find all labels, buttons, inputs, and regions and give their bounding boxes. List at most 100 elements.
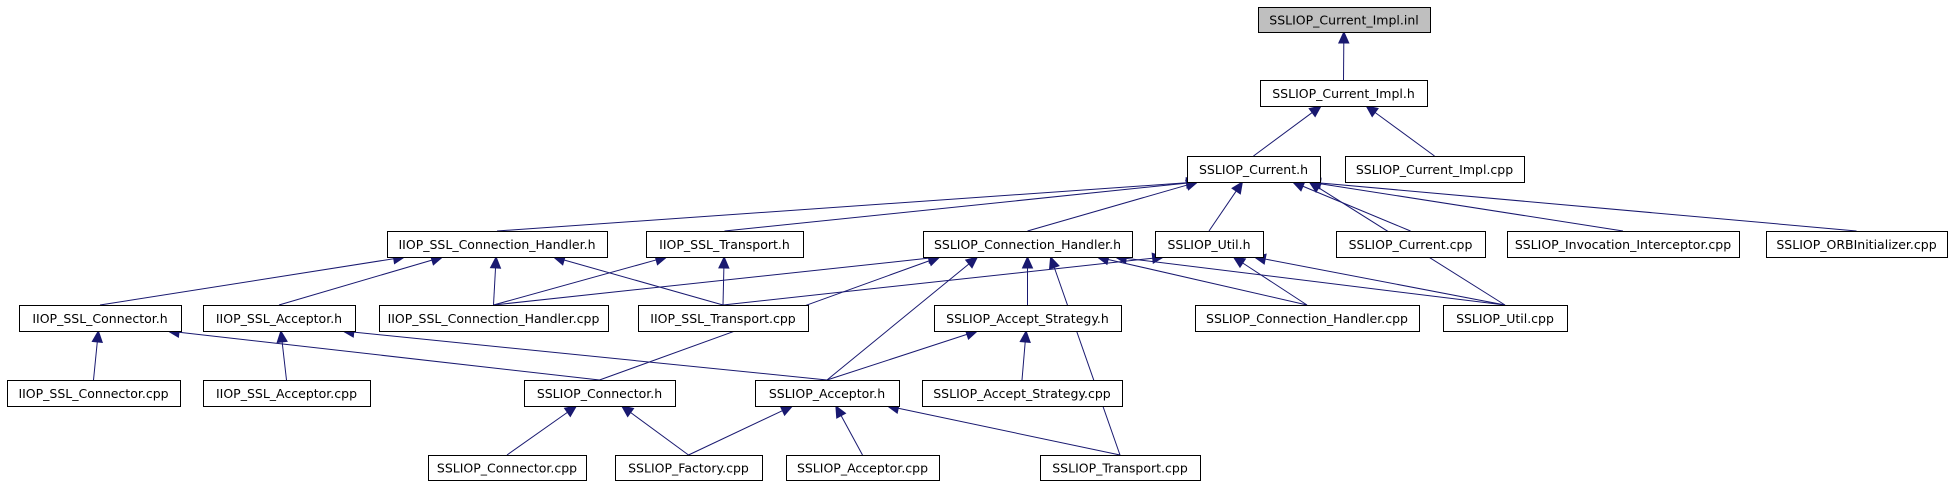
arrowhead-icon <box>1308 105 1322 118</box>
node-ssliop-connector-h[interactable]: SSLIOP_Connector.h <box>524 380 676 407</box>
node-box[interactable] <box>755 380 900 407</box>
node-box[interactable] <box>638 305 809 332</box>
node-ssliop-factory-cpp[interactable]: SSLIOP_Factory.cpp <box>615 455 763 481</box>
node-ssliop-util-cpp[interactable]: SSLIOP_Util.cpp <box>1443 305 1568 332</box>
edge-util_cpp-to-ssl_ch_h <box>1126 257 1506 306</box>
node-iiop-ssl-connection-handler-cpp[interactable]: IIOP_SSL_Connection_Handler.cpp <box>379 305 609 332</box>
edge-iiop_tr_cpp-to-iiop_tr_h <box>722 267 725 306</box>
node-box[interactable] <box>1260 80 1428 107</box>
node-iiop-ssl-acceptor-h[interactable]: IIOP_SSL_Acceptor.h <box>203 305 356 332</box>
edge-cur_h-to-impl_h <box>1253 112 1313 157</box>
arrowhead-icon <box>1308 181 1323 194</box>
node-ssliop-accept-strategy-cpp[interactable]: SSLIOP_Accept_Strategy.cpp <box>922 380 1123 407</box>
node-label: SSLIOP_Util.cpp <box>1456 311 1554 326</box>
edge-as_cpp-to-as_h <box>1021 341 1026 381</box>
edge-iiop_acc_cpp-to-iiop_acc_h <box>281 341 287 381</box>
node-box[interactable] <box>19 305 182 332</box>
node-label: SSLIOP_Accept_Strategy.h <box>946 311 1109 326</box>
node-box[interactable] <box>379 305 609 332</box>
node-ssliop-accept-strategy-h[interactable]: SSLIOP_Accept_Strategy.h <box>934 305 1122 332</box>
node-box[interactable] <box>1195 305 1420 332</box>
node-box[interactable] <box>203 305 356 332</box>
edge-ssl_ch_cpp-to-util_h <box>1242 262 1308 306</box>
arrowhead-icon <box>276 329 288 344</box>
node-layer: SSLIOP_Current_Impl.inlSSLIOP_Current_Im… <box>7 7 1948 481</box>
node-label: IIOP_SSL_Acceptor.cpp <box>216 386 357 401</box>
node-label: SSLIOP_Transport.cpp <box>1052 461 1188 476</box>
edge-iiop_tr_cpp-to-iiop_ch_h <box>563 259 724 306</box>
node-label: SSLIOP_Acceptor.h <box>769 386 885 401</box>
node-box[interactable] <box>1040 455 1201 481</box>
node-box[interactable] <box>387 231 608 258</box>
node-label: SSLIOP_Connector.cpp <box>437 461 577 476</box>
node-ssliop-connector-cpp[interactable]: SSLIOP_Connector.cpp <box>428 455 587 481</box>
node-label: IIOP_SSL_Connection_Handler.cpp <box>388 311 600 326</box>
edge-iiop_tr_cpp-to-util_h <box>722 257 1153 306</box>
edge-ssl_ch_cpp-to-ssl_ch_h <box>1107 258 1308 306</box>
node-box[interactable] <box>786 455 940 481</box>
node-box[interactable] <box>934 305 1122 332</box>
node-ssliop-connection-handler-h[interactable]: SSLIOP_Connection_Handler.h <box>923 231 1133 258</box>
node-ssliop-current-impl-cpp[interactable]: SSLIOP_Current_Impl.cpp <box>1345 156 1525 183</box>
node-iiop-ssl-transport-h[interactable]: IIOP_SSL_Transport.h <box>646 231 804 258</box>
node-ssliop-connection-handler-cpp[interactable]: SSLIOP_Connection_Handler.cpp <box>1195 305 1420 332</box>
node-box[interactable] <box>923 231 1133 258</box>
node-label: SSLIOP_Factory.cpp <box>628 461 749 476</box>
edge-ssl_ch_h-to-cur_h <box>1027 184 1188 232</box>
node-ssliop-transport-cpp[interactable]: SSLIOP_Transport.cpp <box>1040 455 1201 481</box>
node-box[interactable] <box>646 231 804 258</box>
node-label: SSLIOP_ORBInitializer.cpp <box>1776 237 1936 252</box>
node-ssliop-invocation-interceptor-cpp[interactable]: SSLIOP_Invocation_Interceptor.cpp <box>1507 231 1740 258</box>
node-label: SSLIOP_Current_Impl.h <box>1272 86 1415 101</box>
node-iiop-ssl-transport-cpp[interactable]: IIOP_SSL_Transport.cpp <box>638 305 809 332</box>
node-box[interactable] <box>1155 231 1264 258</box>
node-box[interactable] <box>7 380 181 407</box>
node-box[interactable] <box>428 455 587 481</box>
node-ssliop-acceptor-cpp[interactable]: SSLIOP_Acceptor.cpp <box>786 455 940 481</box>
node-box[interactable] <box>1345 156 1525 183</box>
arrowhead-icon <box>489 255 502 269</box>
node-label: IIOP_SSL_Transport.h <box>659 237 790 252</box>
node-ssliop-current-impl-inl[interactable]: SSLIOP_Current_Impl.inl <box>1258 7 1431 33</box>
node-box[interactable] <box>1336 231 1486 258</box>
node-ssliop-current-impl-h[interactable]: SSLIOP_Current_Impl.h <box>1260 80 1428 107</box>
arrowhead-icon <box>1232 256 1247 269</box>
node-ssliop-current-h[interactable]: SSLIOP_Current.h <box>1187 156 1321 183</box>
edge-orb_cpp-to-cur_h <box>1320 182 1857 232</box>
edge-iiop_acc_h-to-iiop_ch_h <box>278 259 433 306</box>
node-box[interactable] <box>615 455 763 481</box>
arrowhead-icon <box>779 405 794 417</box>
node-box[interactable] <box>1443 305 1568 332</box>
arrowhead-icon <box>1019 329 1031 343</box>
node-box[interactable] <box>922 380 1123 407</box>
node-label: SSLIOP_Util.h <box>1167 237 1250 252</box>
node-label: SSLIOP_Accept_Strategy.cpp <box>933 386 1111 401</box>
node-ssliop-orbinitializer-cpp[interactable]: SSLIOP_ORBInitializer.cpp <box>1766 231 1948 258</box>
node-iiop-ssl-connection-handler-h[interactable]: IIOP_SSL_Connection_Handler.h <box>387 231 608 258</box>
node-ssliop-acceptor-h[interactable]: SSLIOP_Acceptor.h <box>755 380 900 407</box>
node-iiop-ssl-connector-h[interactable]: IIOP_SSL_Connector.h <box>19 305 182 332</box>
node-iiop-ssl-acceptor-cpp[interactable]: IIOP_SSL_Acceptor.cpp <box>203 380 371 407</box>
arrowhead-icon <box>91 329 103 344</box>
edge-iiop_ch_cpp-to-ssl_ch_h <box>493 257 929 306</box>
node-ssliop-current-cpp[interactable]: SSLIOP_Current.cpp <box>1336 231 1486 258</box>
node-box[interactable] <box>203 380 371 407</box>
node-box[interactable] <box>1258 7 1431 33</box>
node-label: IIOP_SSL_Connector.h <box>32 311 167 326</box>
node-box[interactable] <box>524 380 676 407</box>
node-box[interactable] <box>1766 231 1948 258</box>
node-box[interactable] <box>1507 231 1740 258</box>
node-label: SSLIOP_Connector.h <box>537 386 662 401</box>
edge-ssl_acc_cpp-to-ssl_acc_h <box>840 415 863 456</box>
node-box[interactable] <box>1187 156 1321 183</box>
edge-ssl_acc_h-to-iiop_acc_h <box>353 331 828 381</box>
node-ssliop-util-h[interactable]: SSLIOP_Util.h <box>1155 231 1264 258</box>
node-label: IIOP_SSL_Acceptor.h <box>216 311 342 326</box>
arrowhead-icon <box>1231 181 1244 195</box>
node-label: IIOP_SSL_Connector.cpp <box>18 386 168 401</box>
arrowhead-icon <box>1021 255 1034 269</box>
node-iiop-ssl-connector-cpp[interactable]: IIOP_SSL_Connector.cpp <box>7 380 181 407</box>
arrowhead-icon <box>1365 105 1379 118</box>
edge-iiop_ch_cpp-to-iiop_ch_h <box>493 267 497 306</box>
